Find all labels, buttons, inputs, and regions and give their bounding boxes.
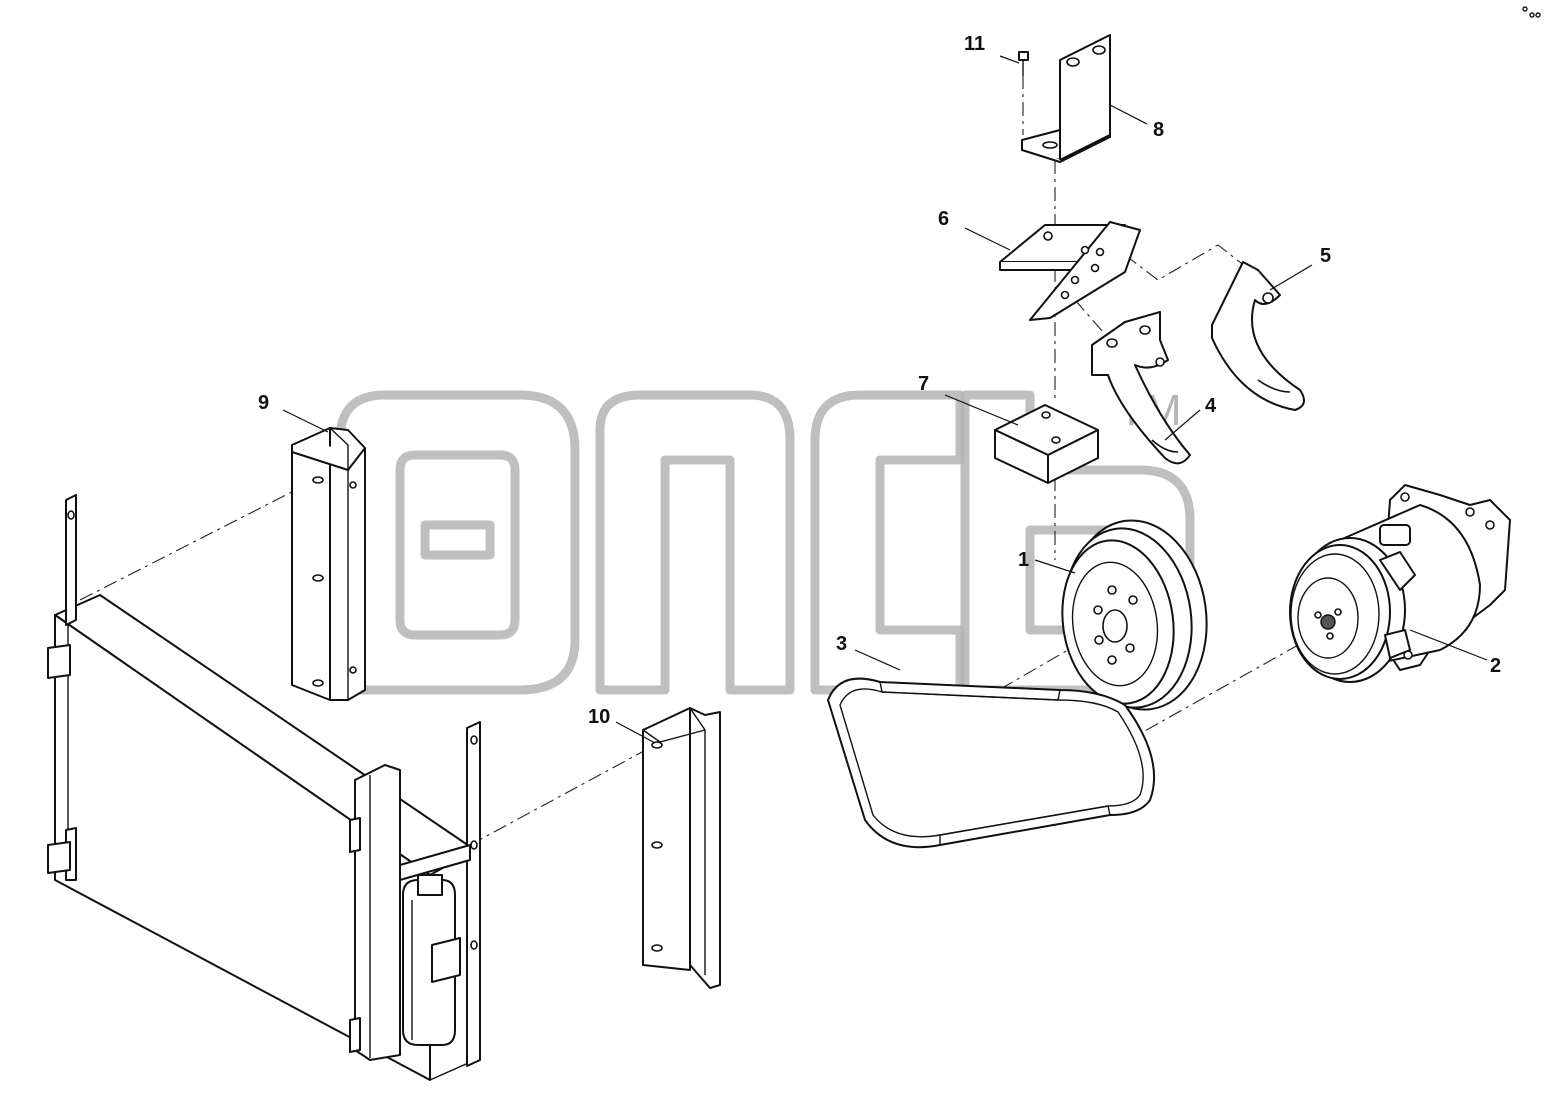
callout-2: 2 bbox=[1490, 655, 1501, 677]
part-6-mounting-plate bbox=[999, 221, 1141, 321]
part-7-spacer-block bbox=[994, 404, 1099, 484]
corner-mark bbox=[1522, 6, 1541, 18]
callout-8: 8 bbox=[1153, 119, 1164, 141]
part-8-angle-bracket bbox=[1021, 34, 1111, 163]
callout-10: 10 bbox=[588, 706, 610, 728]
leader-lines bbox=[282, 55, 1488, 744]
part-2-compressor bbox=[1289, 484, 1511, 683]
part-9-channel-bracket bbox=[291, 427, 366, 701]
callout-6: 6 bbox=[938, 208, 949, 230]
callout-11: 11 bbox=[964, 33, 985, 55]
callout-3: 3 bbox=[836, 633, 847, 655]
callout-7: 7 bbox=[918, 373, 929, 395]
part-10-channel-bracket bbox=[642, 707, 721, 989]
part-4-bracket bbox=[1091, 311, 1191, 465]
part-5-bracket bbox=[1211, 261, 1305, 411]
part-1-pulley bbox=[1061, 519, 1208, 711]
callout-4: 4 bbox=[1205, 395, 1217, 417]
callouts: 1 2 3 4 5 6 7 8 9 10 11 bbox=[258, 33, 1501, 728]
callout-5: 5 bbox=[1320, 245, 1331, 267]
callout-1: 1 bbox=[1018, 549, 1029, 571]
part-3-v-belt bbox=[827, 677, 1156, 849]
callout-9: 9 bbox=[258, 392, 269, 414]
condenser-assembly bbox=[47, 494, 481, 1081]
part-11-bolt bbox=[1018, 51, 1029, 76]
